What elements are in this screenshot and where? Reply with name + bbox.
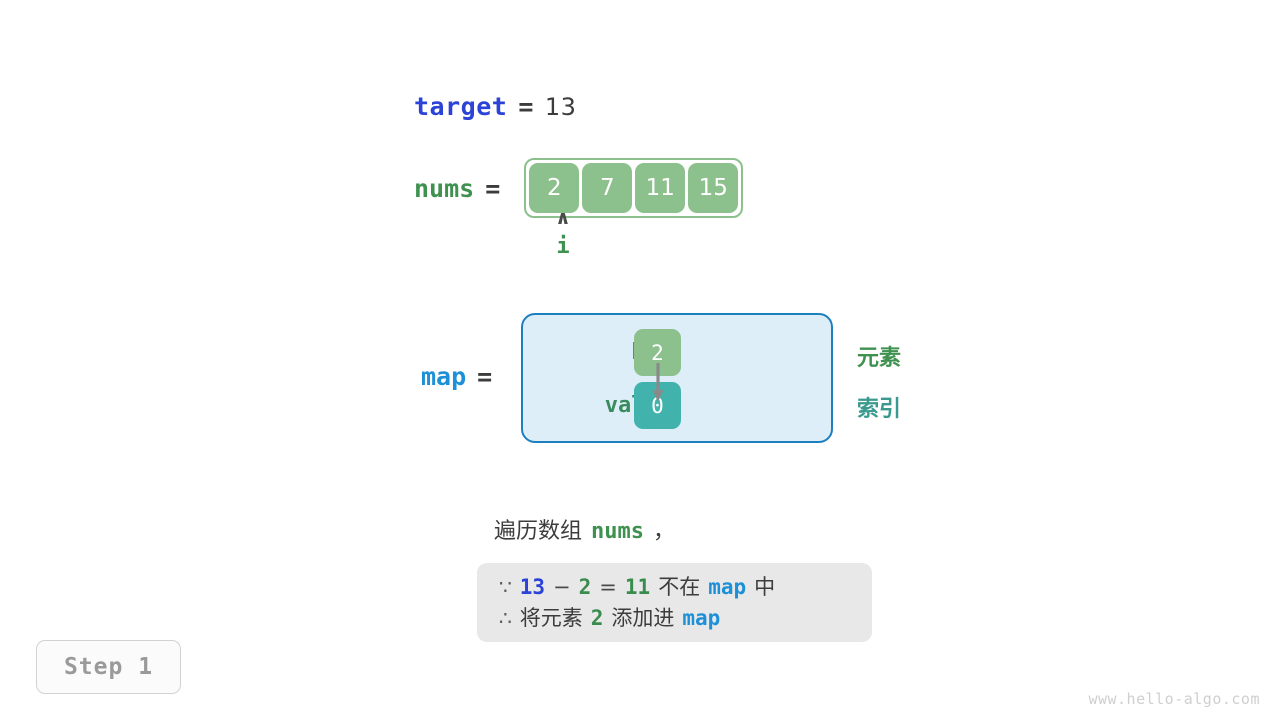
conclusion-line-2: ∴ 将元素 2 添加进 map: [499, 603, 850, 634]
conclusion-added-value: 2: [590, 606, 604, 630]
conclusion-not-in-text: 不在: [658, 575, 701, 599]
conclusion-add-element-text: 将元素: [519, 606, 583, 630]
map-variable-row: map =: [421, 362, 492, 391]
array-cell-3: 15: [688, 163, 739, 213]
conclusion-map-name-1: map: [708, 575, 747, 599]
conclusion-minus-operator: −: [553, 575, 571, 599]
conclusion-line-1: ∵ 13 − 2 = 11 不在 map 中: [499, 572, 850, 603]
map-equals-sign: =: [477, 362, 493, 391]
description-variable: nums: [591, 519, 644, 544]
nums-equals-sign: =: [485, 173, 501, 203]
conclusion-equals-operator: =: [599, 575, 617, 599]
annotation-index: 索引: [857, 397, 902, 422]
conclusion-target-value: 13: [519, 575, 546, 599]
target-value: 13: [544, 93, 577, 121]
hash-map-container: key value 2 0: [521, 313, 833, 443]
conclusion-current-value: 2: [578, 575, 592, 599]
annotation-element: 元素: [857, 346, 902, 371]
target-variable-name: target: [414, 92, 508, 121]
map-variable-name: map: [421, 362, 467, 391]
index-pointer-group: ∧ i: [548, 208, 578, 261]
conclusion-add-into-text: 添加进: [611, 606, 675, 630]
array-cell-1: 7: [582, 163, 633, 213]
nums-variable-name: nums: [414, 173, 475, 203]
target-variable-row: target = 13: [414, 92, 576, 121]
conclusion-complement-value: 11: [624, 575, 651, 599]
nums-array-row: nums = 2 7 11 15: [414, 158, 744, 218]
watermark: www.hello-algo.com: [1088, 690, 1260, 708]
step-badge: Step 1: [36, 640, 181, 694]
description-line: 遍历数组 nums ，: [494, 513, 675, 545]
array-cell-0: 2: [529, 163, 580, 213]
conclusion-in-text: 中: [754, 575, 776, 599]
map-key-cell: 2: [634, 329, 681, 376]
description-prefix: 遍历数组: [494, 519, 583, 544]
index-pointer-label: i: [556, 234, 570, 259]
description-suffix: ，: [653, 519, 676, 544]
array-cell-2: 11: [635, 163, 686, 213]
target-equals-sign: =: [518, 92, 534, 121]
caret-up-icon: ∧: [555, 207, 571, 229]
nums-array-container: 2 7 11 15: [524, 158, 744, 218]
conclusion-box: ∵ 13 − 2 = 11 不在 map 中 ∴ 将元素 2 添加进 map: [477, 563, 872, 642]
because-symbol: ∵: [499, 575, 512, 599]
conclusion-map-name-2: map: [682, 606, 721, 630]
therefore-symbol: ∴: [499, 606, 512, 630]
map-value-cell: 0: [634, 382, 681, 429]
